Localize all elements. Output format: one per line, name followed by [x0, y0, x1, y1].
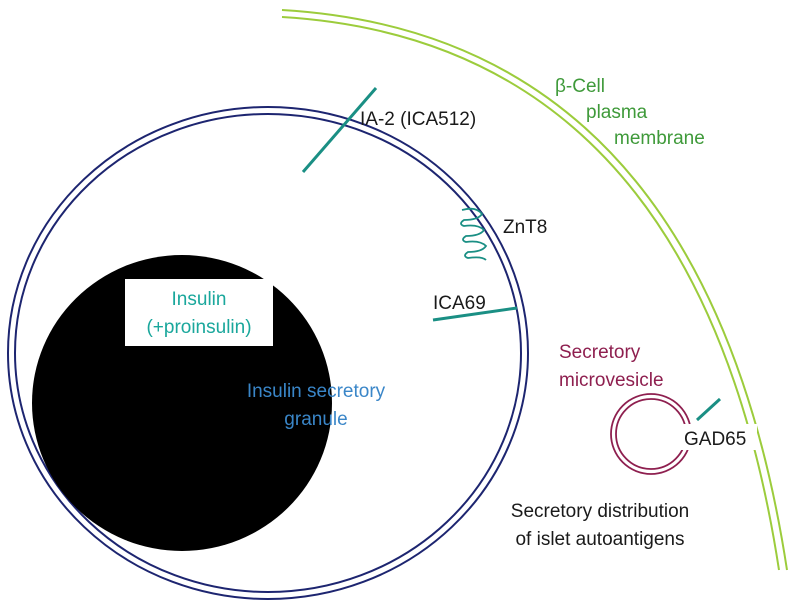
beta-cell-label-line1: β-Cell [555, 76, 605, 97]
znt8-label: ZnT8 [503, 217, 547, 238]
znt8-antigen-mark [460, 207, 488, 261]
insulin-label-line2: (+proinsulin) [146, 317, 251, 338]
granule-label-line2: granule [284, 409, 347, 430]
plasma-membrane [281, 9, 788, 571]
beta-cell-label-line3: membrane [614, 128, 705, 149]
insulin-label-line1: Insulin [172, 289, 227, 310]
gad65-label: GAD65 [684, 429, 746, 450]
microvesicle-inner [615, 398, 687, 470]
znt8-coil [460, 207, 488, 261]
insulin-label-box [125, 279, 273, 346]
granule-membrane-inner [14, 113, 522, 593]
gad65-label-bg [681, 424, 757, 450]
caption-line2: of islet autoantigens [515, 529, 684, 550]
microvesicle-label-line2: microvesicle [559, 370, 664, 391]
microvesicle-outer [610, 393, 692, 475]
ica69-label: ICA69 [433, 293, 486, 314]
plasma-membrane-inner [281, 16, 780, 571]
ia2-label: IA-2 (ICA512) [360, 109, 476, 130]
caption-line1: Secretory distribution [511, 501, 689, 522]
granule-membrane-outer [7, 106, 529, 600]
granule-membrane [7, 106, 529, 600]
gad65-antigen-mark [695, 397, 722, 422]
plasma-membrane-outer [281, 9, 788, 571]
ia2-antigen-mark [301, 87, 378, 173]
beta-cell-label-line2: plasma [586, 102, 648, 123]
microvesicle-label-line1: Secretory [559, 342, 641, 363]
ica69-antigen-mark [432, 306, 518, 322]
granule-label-line1: Insulin secretory [247, 381, 386, 402]
microvesicle [610, 393, 692, 475]
